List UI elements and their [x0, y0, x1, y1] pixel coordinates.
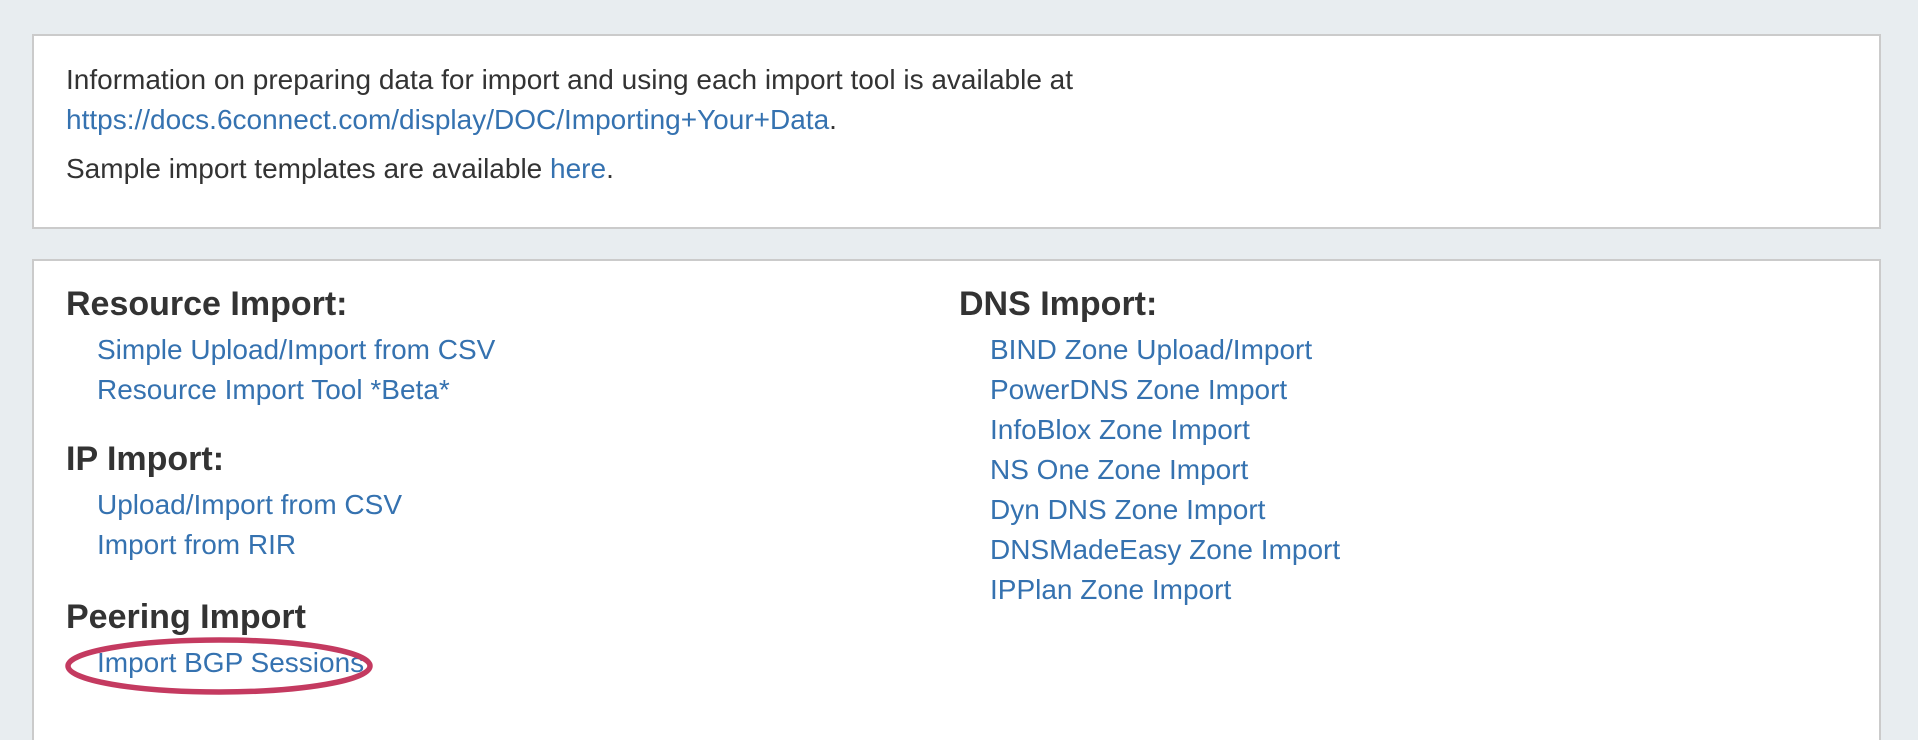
resource-import-heading: Resource Import: [66, 285, 348, 323]
info-line-2-period: . [606, 153, 614, 184]
dns-import-links: BIND Zone Upload/Import PowerDNS Zone Im… [959, 330, 1847, 610]
dns-import-heading: DNS Import: [959, 285, 1158, 323]
peering-import-links: Import BGP Sessions [65, 637, 959, 695]
link-ipplan-zone-import[interactable]: IPPlan Zone Import [990, 574, 1232, 605]
link-upload-import-from-csv[interactable]: Upload/Import from CSV [97, 489, 402, 520]
docs-import-link[interactable]: https://docs.6connect.com/display/DOC/Im… [66, 104, 830, 135]
link-import-bgp-sessions[interactable]: Import BGP Sessions [97, 647, 365, 678]
link-ns-one-zone-import[interactable]: NS One Zone Import [990, 454, 1249, 485]
link-simple-upload-import-from-csv[interactable]: Simple Upload/Import from CSV [97, 334, 496, 365]
left-column: Resource Import: Simple Upload/Import fr… [65, 281, 959, 695]
section-dns-import: DNS Import: BIND Zone Upload/Import Powe… [959, 281, 1847, 610]
right-column: DNS Import: BIND Zone Upload/Import Powe… [959, 281, 1847, 683]
section-resource-import: Resource Import: Simple Upload/Import fr… [66, 281, 959, 410]
link-bind-zone-upload-import[interactable]: BIND Zone Upload/Import [990, 334, 1313, 365]
section-peering-import: Peering Import Import BGP Sessions [65, 594, 959, 695]
link-dnsmadeeasy-zone-import[interactable]: DNSMadeEasy Zone Import [990, 534, 1341, 565]
info-panel: Information on preparing data for import… [32, 34, 1881, 229]
peering-link-wrap: Import BGP Sessions [65, 637, 373, 695]
info-line-1: Information on preparing data for import… [66, 60, 1847, 140]
peering-import-heading: Peering Import [66, 598, 306, 636]
resource-import-links: Simple Upload/Import from CSV Resource I… [66, 330, 959, 410]
link-dyn-dns-zone-import[interactable]: Dyn DNS Zone Import [990, 494, 1266, 525]
link-import-from-rir[interactable]: Import from RIR [97, 529, 297, 560]
link-infoblox-zone-import[interactable]: InfoBlox Zone Import [990, 414, 1250, 445]
link-resource-import-tool-beta[interactable]: Resource Import Tool *Beta* [97, 374, 450, 405]
sample-templates-here-link[interactable]: here [550, 153, 607, 184]
import-tools-panel: Resource Import: Simple Upload/Import fr… [32, 259, 1881, 740]
info-line-1-period: . [829, 104, 837, 135]
link-powerdns-zone-import[interactable]: PowerDNS Zone Import [990, 374, 1288, 405]
info-line-2: Sample import templates are available he… [66, 149, 1847, 189]
import-columns: Resource Import: Simple Upload/Import fr… [65, 281, 1847, 695]
info-line-2-text: Sample import templates are available [66, 153, 551, 184]
info-line-1-text: Information on preparing data for import… [66, 64, 1074, 95]
ip-import-links: Upload/Import from CSV Import from RIR [66, 485, 959, 565]
ip-import-heading: IP Import: [66, 440, 225, 478]
section-ip-import: IP Import: Upload/Import from CSV Import… [66, 436, 959, 565]
